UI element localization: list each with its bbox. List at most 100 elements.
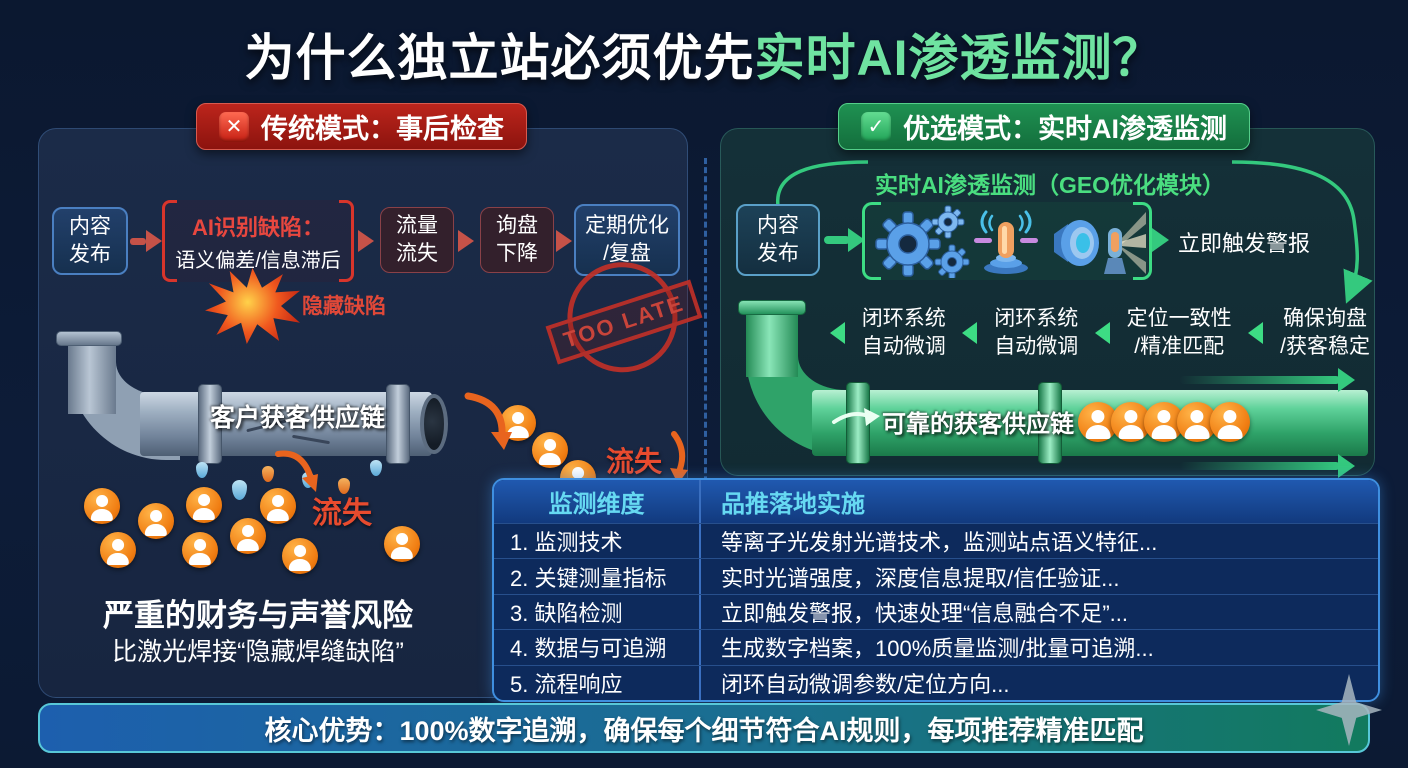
leaky-pipe xyxy=(140,392,432,456)
traditional-mode-badge-label: 传统模式：事后检查 xyxy=(261,114,504,144)
flow-step-label: 下降 xyxy=(496,242,538,265)
table-cell-implementation: 实时光谱强度，深度信息提取/信任验证... xyxy=(699,559,1378,594)
drip-icon xyxy=(196,462,208,478)
table-row: 5. 流程响应 闭环自动微调参数/定位方向... xyxy=(494,664,1378,700)
person-icon xyxy=(138,503,174,539)
green-arrow-head-icon xyxy=(1152,228,1169,252)
flow-step-ai-defect: AI识别缺陷： 语义偏差/信息滞后 xyxy=(162,200,354,282)
preferred-mode-badge: ✓ 优选模式：实时AI渗透监测 xyxy=(838,103,1250,150)
flow-step-label: 询盘 xyxy=(496,213,538,237)
success-check-icon: ✓ xyxy=(861,111,891,142)
hidden-defect-label: 隐藏缺陷 xyxy=(302,295,386,318)
person-icon xyxy=(1210,402,1250,442)
table-header-implementation: 品推落地实施 xyxy=(699,480,1378,523)
table-cell-dimension: 2. 关键测量指标 xyxy=(510,565,667,591)
gear-icon xyxy=(875,211,941,277)
panel-divider xyxy=(704,158,707,546)
page-title-prefix: 为什么独立站必须优先 xyxy=(244,30,755,86)
module-label: 实时AI渗透监测（GEO优化模块） xyxy=(874,172,1226,198)
flow-arrow-head-icon xyxy=(146,230,162,252)
core-advantage-text: 核心优势：100%数字追溯，确保每个细节符合AI规则，每项推荐精准匹配 xyxy=(264,715,1144,746)
person-icon xyxy=(384,526,420,562)
person-icon xyxy=(84,488,120,524)
monitoring-icons xyxy=(875,205,1146,278)
left-arrow-icon xyxy=(830,322,845,344)
flow-step-inquiry-drop: 询盘 下降 xyxy=(480,207,554,273)
flow-step-label: /复盘 xyxy=(603,242,651,265)
traditional-mode-badge: ✕ 传统模式：事后检查 xyxy=(196,103,527,150)
projector-beam-icon xyxy=(1104,212,1146,274)
drip-icon xyxy=(262,466,274,482)
leaky-pipe-label: 客户获客供应链 xyxy=(210,404,386,432)
green-arrow-head-icon xyxy=(1338,454,1355,478)
flow-step-label: 内容 xyxy=(69,214,111,238)
risk-subtitle: 比激光焊接“隐藏焊缝缺陷” xyxy=(112,638,404,666)
left-arrow-icon xyxy=(1248,322,1264,344)
error-x-icon: ✕ xyxy=(219,111,249,142)
person-icon xyxy=(282,538,318,574)
flow-step-label: 发布 xyxy=(757,242,799,265)
person-icon xyxy=(532,432,568,468)
table-cell-implementation: 等离子光发射光谱技术，监测站点语义特征... xyxy=(699,524,1378,559)
green-arrow xyxy=(1180,376,1340,384)
page-title-highlight: 实时AI渗透监测？ xyxy=(754,30,1164,86)
green-arrow-head-icon xyxy=(1338,368,1355,392)
table-cell-dimension: 4. 数据与可追溯 xyxy=(510,636,667,662)
pipe-vertical xyxy=(68,344,116,414)
speaker-icon xyxy=(1054,220,1099,266)
pipe-coupling xyxy=(386,384,410,464)
green-arrow xyxy=(1180,462,1340,470)
pipe-vertical xyxy=(746,313,798,377)
monitoring-table: 监测维度 品推落地实施 1. 监测技术 等离子光发射光谱技术，监测站点语义特征.… xyxy=(492,478,1380,702)
loss-label: 流失 xyxy=(312,497,372,530)
person-icon xyxy=(182,532,218,568)
pipe-flange xyxy=(738,300,806,315)
preferred-mode-badge-label: 优选模式：实时AI渗透监测 xyxy=(903,114,1227,144)
beacon-icon xyxy=(974,210,1038,274)
loop-item: 确保询盘 /获客稳定 xyxy=(1280,306,1370,358)
flow-step-label: 定期优化 xyxy=(585,213,669,237)
flow-step-label: 内容 xyxy=(757,213,799,237)
table-header-row: 监测维度 品推落地实施 xyxy=(494,480,1378,523)
drip-icon xyxy=(370,460,382,476)
flow-step-label: 流失 xyxy=(396,242,438,265)
core-advantage-banner: 核心优势：100%数字追溯，确保每个细节符合AI规则，每项推荐精准匹配 xyxy=(38,703,1370,753)
gear-icon xyxy=(931,205,965,239)
table-cell-dimension: 5. 流程响应 xyxy=(510,671,623,697)
green-arrow-head-icon xyxy=(848,228,865,252)
reliable-pipe-label: 可靠的获客供应链 xyxy=(882,411,1074,438)
flow-step-content-publish-right: 内容 发布 xyxy=(736,204,820,276)
defect-subtitle: 语义偏差/信息滞后 xyxy=(175,249,341,272)
flow-direction-arrow-icon xyxy=(832,408,880,426)
table-row: 4. 数据与可追溯 生成数字档案，100%质量监测/批量可追溯... xyxy=(494,629,1378,665)
loss-curve-arrow-icon xyxy=(670,431,688,484)
person-icon xyxy=(260,488,296,524)
pipe-open-end xyxy=(420,394,448,454)
left-arrow-icon xyxy=(962,322,978,344)
flow-arrow-head-icon xyxy=(358,230,374,252)
table-row: 3. 缺陷检测 立即触发警报，快速处理“信息融合不足”... xyxy=(494,593,1378,630)
loop-item: 定位一致性 /精准匹配 xyxy=(1126,306,1232,358)
loss-curve-arrow-icon xyxy=(275,450,318,492)
flow-arrow-head-icon xyxy=(556,230,572,252)
table-cell-implementation: 闭环自动微调参数/定位方向... xyxy=(699,665,1378,700)
pipe-flange xyxy=(56,331,122,346)
risk-title: 严重的财务与声誉风险 xyxy=(103,598,413,633)
green-arrow xyxy=(824,236,850,244)
flow-step-content-publish: 内容 发布 xyxy=(52,207,128,275)
drip-icon xyxy=(232,480,247,500)
flow-step-label: 流量 xyxy=(396,213,438,237)
monitoring-icons-box xyxy=(862,202,1152,280)
drip-icon xyxy=(338,478,350,494)
loop-item: 闭环系统 自动微调 xyxy=(861,306,946,358)
person-icon xyxy=(100,532,136,568)
person-icon xyxy=(230,518,266,554)
feedback-loop-row: 闭环系统 自动微调 闭环系统 自动微调 定位一致性 /精准匹配 确保询盘 /获客… xyxy=(830,300,1370,366)
flow-step-label: 发布 xyxy=(69,243,111,266)
alert-label: 立即触发警报 xyxy=(1178,231,1311,256)
flow-step-periodic-review: 定期优化 /复盘 xyxy=(574,204,680,276)
flow-arrow-head-icon xyxy=(458,230,474,252)
table-cell-dimension: 3. 缺陷检测 xyxy=(510,601,623,627)
table-row: 1. 监测技术 等离子光发射光谱技术，监测站点语义特征... xyxy=(494,523,1378,559)
table-header-dimension: 监测维度 xyxy=(548,491,645,518)
